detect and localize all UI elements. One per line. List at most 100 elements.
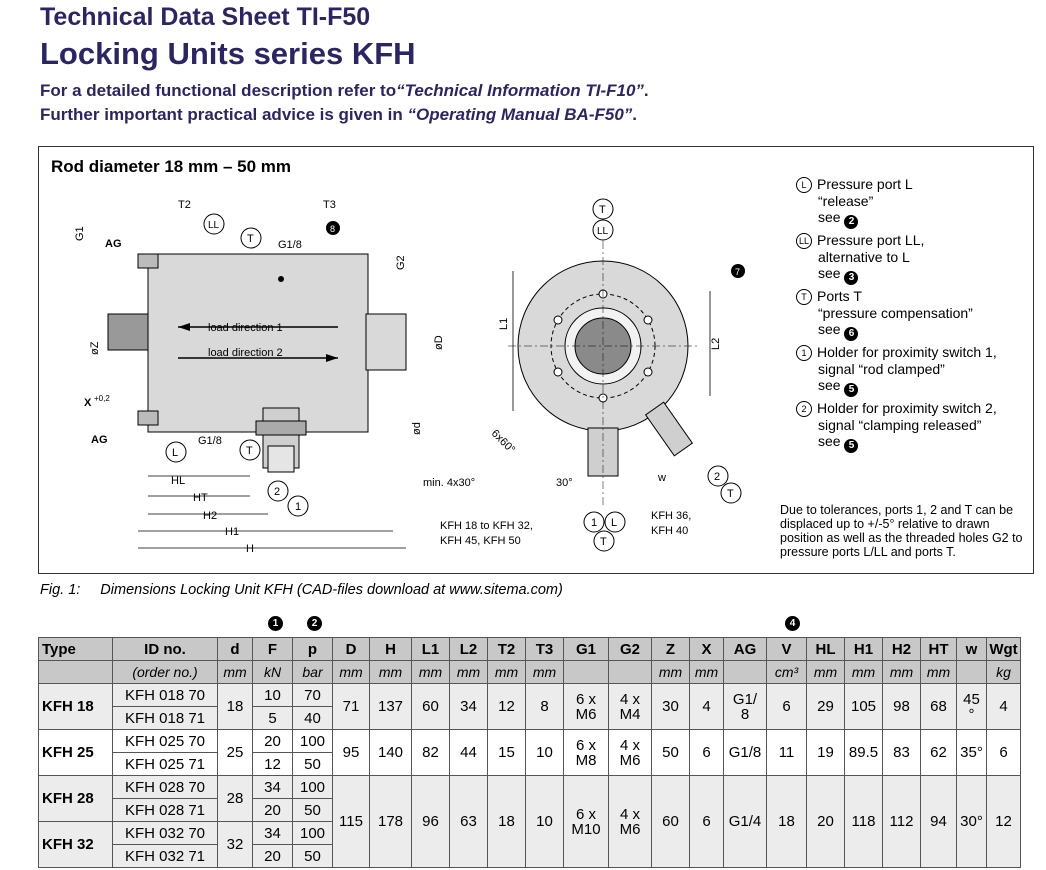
circle-t-side <box>240 227 262 249</box>
table-cell: 70 <box>292 683 333 707</box>
table-cell: 30° <box>956 775 987 868</box>
circle-2-front-text: 2 <box>714 471 720 483</box>
cell-line: M4 <box>619 705 641 723</box>
unit-cell <box>956 660 987 684</box>
document-subtitle: Locking Units series KFH <box>40 36 416 71</box>
circle-ll-front-top <box>592 219 614 241</box>
port-ag-top <box>137 253 159 269</box>
type-cell: KFH 28 <box>38 775 113 822</box>
dot-7-text: 7 <box>735 267 740 277</box>
label-30-deg: 30° <box>556 477 573 489</box>
col-header: F <box>252 637 293 661</box>
circle-1-front-text: 1 <box>591 517 597 529</box>
dot-ref-icon: 5 <box>844 383 859 397</box>
label-d-outer: øD <box>433 335 445 350</box>
table-row: KFH 025 71 12 50 <box>39 752 1021 776</box>
table-cell: 10 <box>525 775 564 868</box>
intro-2-reference: “Operating Manual BA-F50” <box>407 105 633 124</box>
id-cell: KFH 032 70 <box>112 821 218 845</box>
circle-1-side <box>287 495 309 517</box>
table-cell: 98 <box>882 683 921 730</box>
cell-line: 45 <box>963 690 980 708</box>
load-arrow-1-head <box>178 323 190 331</box>
cell-line: 6 x <box>575 736 596 754</box>
table-cell: 19 <box>806 729 845 776</box>
circle-t-side-text: T <box>247 233 254 245</box>
unit-cell: cm³ <box>766 660 807 684</box>
col-header: Type <box>38 637 113 661</box>
table-cell: 18 <box>487 775 526 868</box>
caption-text: Dimensions Locking Unit KFH (CAD-files d… <box>100 582 563 598</box>
note-marker-1-icon: 1 <box>268 616 283 631</box>
housing-body <box>147 253 369 433</box>
circle-ll-symbol: LL <box>796 233 812 249</box>
figure-caption: Fig. 1:Dimensions Locking Unit KFH (CAD-… <box>40 582 583 598</box>
unit-cell: (order no.) <box>112 660 218 684</box>
legend-see: see <box>818 377 841 393</box>
id-cell: KFH 025 70 <box>112 729 218 753</box>
table-cell: 15 <box>487 729 526 776</box>
unit-cell: mm <box>525 660 564 684</box>
table-cell: 105 <box>844 683 883 730</box>
unit-cell <box>563 660 609 684</box>
circle-t-side-bottom-text: T <box>246 445 253 457</box>
circle-t-front-right-text: T <box>727 488 734 500</box>
table-cell: 12 <box>986 775 1021 868</box>
type-cell: KFH 25 <box>38 729 113 776</box>
load-direction-2-label: load direction 2 <box>208 347 283 359</box>
table-cell: 34 <box>252 821 293 845</box>
cell-line: ° <box>968 705 975 723</box>
unit-cell: mm <box>449 660 488 684</box>
table-cell: 50 <box>651 729 690 776</box>
cell-line: M6 <box>575 705 597 723</box>
unit-cell: mm <box>689 660 724 684</box>
table-units-row: (order no.) mm kN bar mm mm mm mm mm mm … <box>38 660 1021 684</box>
table-cell: 28 <box>217 775 253 822</box>
table-cell: 32 <box>217 821 253 868</box>
legend-see: see <box>818 321 841 337</box>
table-cell: 100 <box>292 821 333 845</box>
table-cell: 118 <box>844 775 883 868</box>
table-row: KFH 32 KFH 032 70 32 34 100 <box>38 821 1021 868</box>
unit-cell: mm <box>651 660 690 684</box>
table-cell: 112 <box>882 775 921 868</box>
table-cell: 50 <box>292 798 333 822</box>
unit-cell: mm <box>332 660 370 684</box>
circle-ll-front-top-text: LL <box>597 226 609 237</box>
col-header: L1 <box>411 637 450 661</box>
id-cell: KFH 028 71 <box>112 798 218 822</box>
circle-1-front <box>583 511 605 533</box>
circle-t-front-bottom-text: T <box>600 536 607 548</box>
unit-cell: mm <box>844 660 883 684</box>
unit-cell <box>38 660 113 684</box>
col-header: Wgt <box>986 637 1021 661</box>
circle-1-symbol: 1 <box>796 345 812 361</box>
fitting-cap <box>267 445 295 473</box>
table-cell: 34 <box>252 775 293 799</box>
circle-ll-side <box>203 213 225 235</box>
table-cell: 96 <box>411 775 450 868</box>
circle-2-side-text: 2 <box>274 486 280 498</box>
circle-2-side <box>267 480 289 502</box>
intro-2-text: Further important practical advice is gi… <box>40 105 408 124</box>
table-cell: 50 <box>292 752 333 776</box>
unit-cell: mm <box>806 660 845 684</box>
label-h1: H1 <box>225 526 239 538</box>
table-cell: 6 <box>689 729 724 776</box>
unit-cell <box>608 660 652 684</box>
col-header: HT <box>920 637 957 661</box>
dot-ref-icon: 3 <box>844 271 859 285</box>
col-header: H <box>369 637 412 661</box>
load-direction-1-label: load direction 1 <box>208 322 283 334</box>
label-g1: G1 <box>74 226 86 241</box>
type-cell: KFH 18 <box>38 683 113 730</box>
circle-t-symbol: T <box>796 289 812 305</box>
table-cell: 60 <box>411 683 450 730</box>
id-cell: KFH 028 70 <box>112 775 218 799</box>
legend-line1: Holder for proximity switch 2, <box>817 400 997 416</box>
id-cell: KFH 032 71 <box>112 844 218 868</box>
